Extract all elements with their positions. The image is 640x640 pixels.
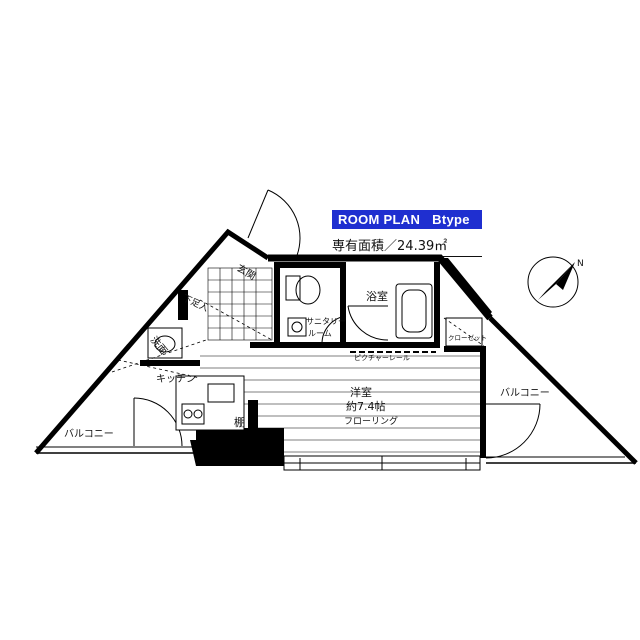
sanitary-wall-top	[274, 262, 342, 268]
label-genkan: 玄関	[235, 261, 259, 282]
area-value: 24.39㎡	[397, 239, 448, 254]
label-bath: 浴室	[366, 289, 388, 303]
wash-wall	[140, 360, 200, 366]
sink-icon	[207, 383, 235, 403]
closet-wall-bottom	[444, 346, 484, 352]
label-sanitary-1: サニタリー	[306, 317, 346, 326]
western-right-wall	[480, 346, 486, 458]
label-closet: クローゼット	[448, 333, 487, 342]
right-outer-wall	[488, 316, 638, 465]
kitchen-counter	[175, 375, 245, 431]
label-western-size: 約7.4帖	[346, 399, 386, 413]
area-separator: ／	[384, 239, 398, 254]
lower-left-wall-block	[190, 440, 208, 466]
wash-basin	[147, 327, 183, 359]
geta-box-wall	[178, 290, 188, 320]
sanitary-bath-partition	[340, 262, 346, 346]
compass-north: N	[577, 259, 584, 269]
stove-icon	[181, 403, 205, 425]
label-western-name: 洋室	[350, 385, 372, 399]
title-text: ROOM PLAN	[338, 212, 421, 227]
shelf-wall	[248, 400, 258, 434]
left-balcony-door	[133, 397, 183, 447]
sanitary-wall-left	[274, 262, 280, 346]
label-kitchen: キッチン	[156, 373, 196, 385]
top-right-corner-fill	[440, 258, 492, 318]
label-balcony-right: バルコニー	[500, 387, 550, 399]
type-text: Btype	[432, 212, 470, 227]
toilet-icon	[285, 275, 321, 337]
flooring-lines	[200, 355, 480, 453]
room-plan-title: ROOM PLAN Btype	[332, 210, 482, 229]
interior-walls	[140, 258, 492, 466]
right-balcony-door	[485, 403, 541, 459]
left-outer-wall	[34, 228, 270, 455]
label-picture-rail: ピクチャーレール	[354, 354, 410, 362]
label-balcony-left: バルコニー	[64, 428, 114, 440]
dashed-divisions	[111, 299, 485, 379]
label-shelf: 棚	[234, 415, 245, 429]
balcony-doors	[283, 455, 481, 471]
label-western-floor: フローリング	[344, 415, 398, 427]
sanitary-sink-icon	[287, 317, 307, 337]
entrance-door	[247, 189, 301, 259]
entrance-tiles	[207, 267, 273, 341]
bath-wall-right	[434, 262, 440, 342]
area-label: 専有面積	[332, 239, 385, 254]
western-top-wall	[250, 342, 440, 348]
compass-icon: N	[527, 256, 584, 308]
bath-door	[321, 305, 389, 345]
label-washroom: 洗面	[148, 334, 170, 357]
label-sanitary-2: ルーム	[308, 329, 332, 338]
closet-area	[445, 317, 483, 347]
kitchen-block	[196, 428, 284, 466]
bathtub-icon	[395, 283, 433, 339]
